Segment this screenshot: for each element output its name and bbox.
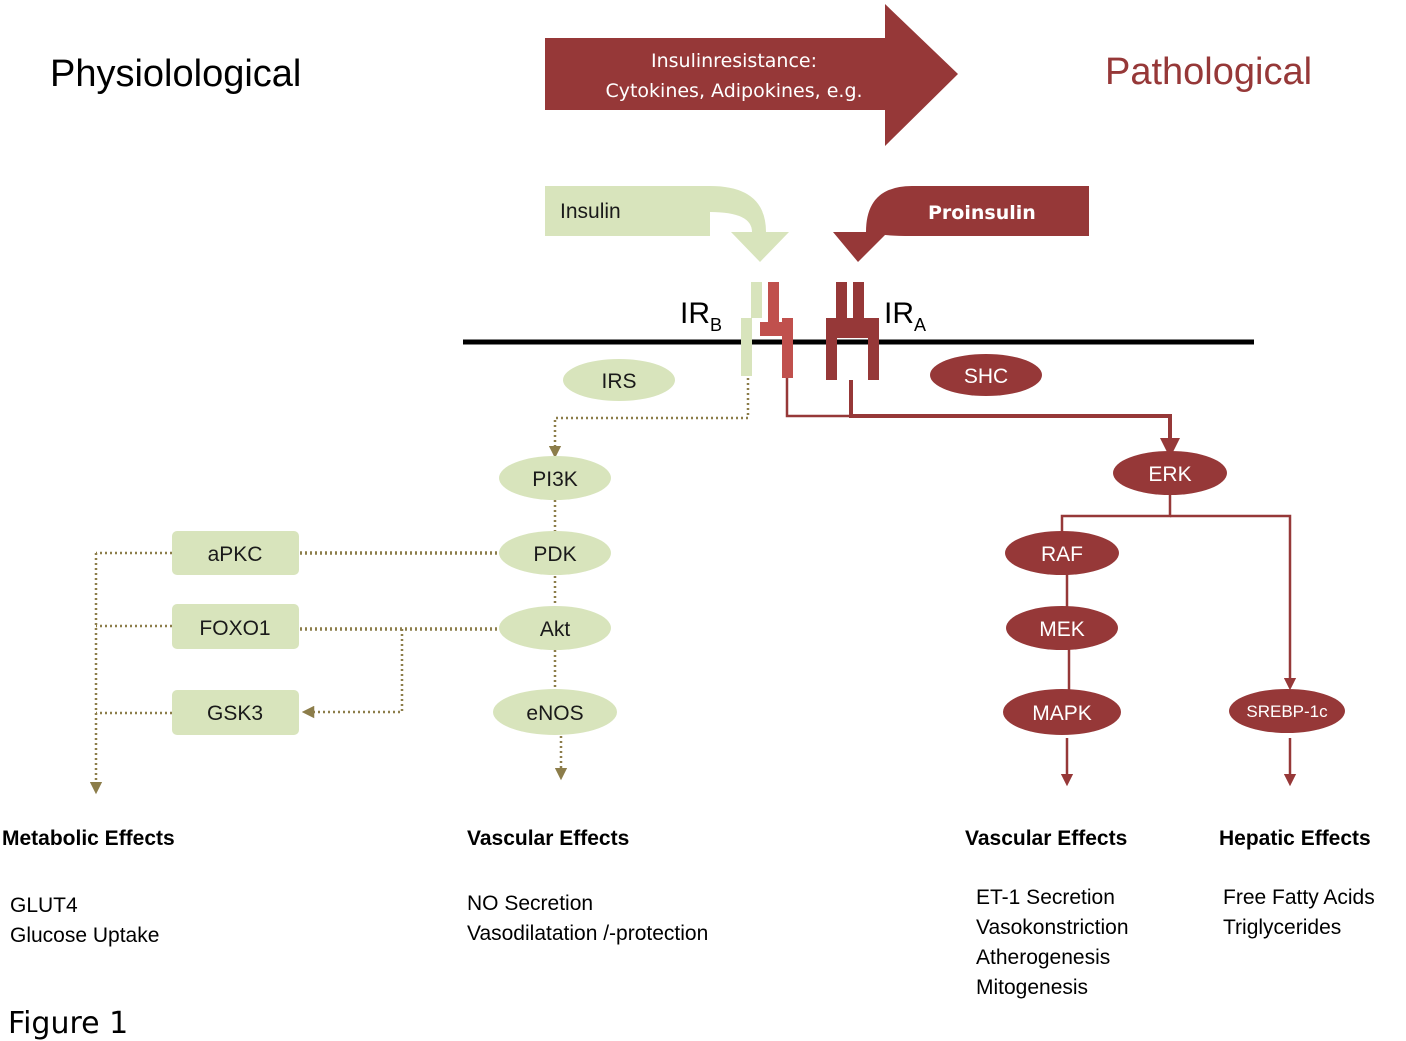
insulin-resistance-arrow: Insulinresistance: Cytokines, Adipokines… [545,4,958,146]
effects-vascular-phys-line: Vasodilatation /-protection [467,922,708,945]
big-arrow-shape [545,4,958,146]
effects-vascular-path-line: Atherogenesis [976,946,1110,969]
effects-metabolic: Metabolic Effects GLUT4 Glucose Uptake [2,827,175,947]
node-mek: MEK [1006,606,1118,650]
effects-vascular-path-line: Mitogenesis [976,976,1088,999]
svg-text:MEK: MEK [1039,618,1085,641]
proinsulin-label: Proinsulin [928,202,1036,224]
effects-vascular-path-line: ET-1 Secretion [976,886,1115,909]
figure-label: Figure 1 [8,1006,128,1041]
node-erk: ERK [1113,451,1227,495]
node-shc: SHC [930,354,1042,396]
proinsulin-arrow-shape [833,186,1089,262]
connector-erk-to-raf [1060,494,1172,534]
node-raf: RAF [1005,531,1119,575]
proinsulin-ligand-arrow: Proinsulin [833,186,1089,262]
svg-text:PDK: PDK [533,543,576,566]
insulin-label: Insulin [560,200,621,223]
node-mapk: MAPK [1003,689,1121,735]
node-akt: Akt [499,606,611,650]
svg-text:SHC: SHC [964,365,1008,388]
effects-hepatic: Hepatic Effects Free Fatty Acids Triglyc… [1219,827,1375,939]
connector-ira-to-erk [849,380,1180,458]
ir-b-label: IRB [680,297,722,335]
insulin-arrow-shape [545,186,789,262]
title-physiological: Physiolological [50,53,301,95]
svg-text:RAF: RAF [1041,543,1083,566]
big-arrow-line1: Insulinresistance: [651,50,817,72]
effects-vascular-physiological: Vascular Effects NO Secretion Vasodilata… [467,827,708,945]
ir-a-receptor [826,282,879,380]
effects-metabolic-heading: Metabolic Effects [2,827,175,850]
svg-text:MAPK: MAPK [1032,702,1092,725]
effects-hepatic-line: Triglycerides [1223,916,1341,939]
effects-hepatic-line: Free Fatty Acids [1223,886,1375,909]
svg-text:FOXO1: FOXO1 [199,617,270,640]
effects-vascular-phys-line: NO Secretion [467,892,593,915]
effects-metabolic-line: GLUT4 [10,894,78,917]
svg-text:eNOS: eNOS [526,702,583,725]
svg-text:IRS: IRS [601,370,636,393]
node-pdk: PDK [499,531,611,575]
svg-text:SREBP-1c: SREBP-1c [1246,702,1328,721]
node-apkc: aPKC [172,531,299,575]
connector-akt-to-gsk3 [301,629,404,719]
physiological-connectors [89,378,750,795]
effects-vascular-path-heading: Vascular Effects [965,827,1127,850]
pathological-connectors [785,378,1297,787]
connector-erk-to-srebp [1170,514,1297,691]
node-pi3k: PI3K [499,456,611,500]
svg-text:GSK3: GSK3 [207,702,263,725]
ir-a-label: IRA [884,297,926,335]
title-pathological: Pathological [1105,51,1312,93]
node-enos: eNOS [493,689,617,735]
node-gsk3: GSK3 [172,690,299,735]
svg-text:aPKC: aPKC [208,543,263,566]
effects-vascular-phys-heading: Vascular Effects [467,827,629,850]
effects-vascular-pathological: Vascular Effects ET-1 Secretion Vasokons… [965,827,1129,999]
connector-irb-to-pi3k [548,378,750,459]
effects-metabolic-line: Glucose Uptake [10,924,159,947]
svg-text:Akt: Akt [540,618,571,641]
effects-vascular-path-line: Vasokonstriction [976,916,1129,939]
insulin-ligand-arrow: Insulin [545,186,789,262]
node-irs: IRS [563,359,675,401]
ir-b-receptor [741,282,793,378]
effects-hepatic-heading: Hepatic Effects [1219,827,1371,850]
svg-text:PI3K: PI3K [532,468,578,491]
node-srebp: SREBP-1c [1229,689,1345,733]
svg-text:ERK: ERK [1148,463,1191,486]
node-foxo1: FOXO1 [172,604,299,649]
big-arrow-line2: Cytokines, Adipokines, e.g. [605,80,862,102]
